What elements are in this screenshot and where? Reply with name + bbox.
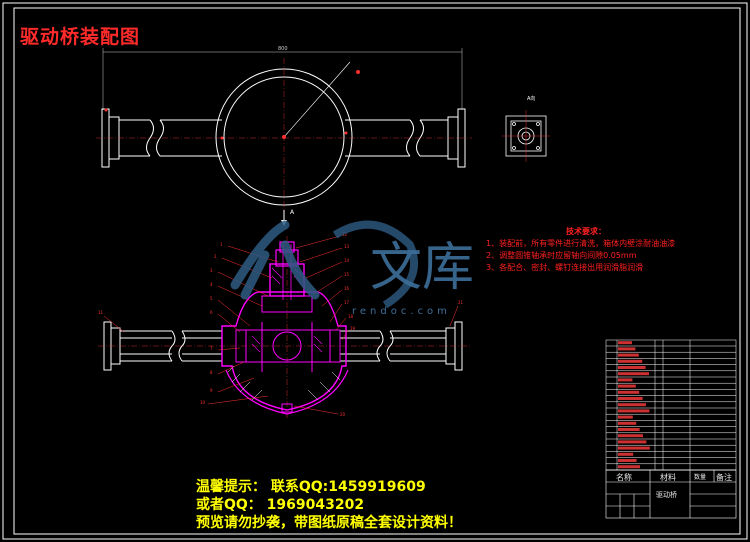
svg-text:2: 2 — [214, 254, 217, 259]
svg-text:18: 18 — [348, 314, 354, 319]
parts-list-entry-mark — [618, 372, 649, 376]
svg-text:11: 11 — [98, 310, 104, 315]
parts-list-entry-mark — [618, 378, 633, 382]
svg-text:15: 15 — [344, 272, 350, 277]
title-block — [605, 469, 737, 519]
svg-text:14: 14 — [344, 258, 350, 263]
parts-list-entry-mark — [618, 353, 639, 357]
parts-list-entry-mark — [618, 428, 640, 431]
svg-text:5: 5 — [210, 296, 213, 301]
svg-text:13: 13 — [344, 244, 350, 249]
parts-list-entry-mark — [618, 397, 643, 400]
section-mark-label: A — [290, 209, 295, 216]
svg-text:20: 20 — [340, 412, 346, 417]
tech-heading: 技术要求： — [566, 227, 606, 236]
svg-text:1: 1 — [220, 242, 223, 247]
parts-list-entry-mark — [618, 465, 640, 469]
tb-remark-header: 备注 — [716, 473, 732, 482]
svg-text:19: 19 — [350, 326, 356, 331]
svg-text:800: 800 — [278, 46, 288, 52]
parts-list-entry-mark — [618, 452, 634, 456]
parts-list-entry-mark — [618, 434, 643, 438]
tech-requirements: 技术要求： 1、装配前，所有零件进行清洗，箱体内壁涂耐油油漆 2、调整圆锥轴承时… — [486, 226, 675, 274]
svg-text:10: 10 — [200, 400, 206, 405]
svg-text:12: 12 — [342, 232, 348, 237]
parts-list-entry-mark — [618, 390, 640, 394]
parts-list-entry-mark — [618, 446, 650, 450]
tech-item-1: 1、装配前，所有零件进行清洗，箱体内壁涂耐油油漆 — [486, 239, 676, 248]
svg-text:21: 21 — [458, 300, 464, 305]
parts-list-entry-mark — [618, 409, 650, 413]
svg-text:9: 9 — [210, 388, 213, 393]
a-view-label: A向 — [527, 95, 535, 102]
inner-border — [13, 7, 741, 535]
parts-list-entry-mark — [618, 415, 633, 419]
watermark-url: rendoc.com — [352, 306, 451, 317]
svg-text:6: 6 — [210, 310, 213, 315]
parts-list — [605, 339, 737, 471]
tb-material-header: 材料 — [660, 473, 676, 482]
parts-list-entry-mark — [618, 366, 646, 369]
svg-text:17: 17 — [344, 300, 350, 305]
notice-line-3: 预览请勿抄袭，带图纸原稿全套设计资料！ — [196, 515, 462, 531]
parts-list-entry-mark — [618, 459, 637, 462]
notice-line-1: 温馨提示： 联系QQ:1459919609 — [196, 479, 426, 495]
svg-text:16: 16 — [344, 286, 350, 291]
svg-text:8: 8 — [210, 370, 213, 375]
svg-text:7: 7 — [210, 346, 213, 351]
parts-list-entry-mark — [618, 403, 646, 407]
tech-item-2: 2、调整圆锥轴承时应留轴向间隙0.05mm — [486, 251, 637, 260]
parts-list-entry-mark — [618, 341, 632, 345]
svg-text:4: 4 — [210, 282, 213, 287]
parts-list-entry-mark — [618, 359, 643, 363]
a-view: A向 — [502, 95, 550, 162]
tb-part-name: 驱动桥 — [656, 491, 677, 499]
parts-list-entry-mark — [618, 384, 636, 388]
parts-list-entry-mark — [618, 347, 636, 351]
drawing-title: 驱动桥装配图 — [20, 26, 141, 48]
top-view: 800 A — [96, 46, 472, 226]
parts-list-entry-mark — [618, 440, 647, 444]
notice-line-2: 或者QQ： 1969043202 — [196, 497, 365, 513]
svg-text:3: 3 — [210, 268, 213, 273]
tb-name-header: 名称 — [616, 473, 632, 482]
tb-qty-header: 数量 — [694, 474, 707, 481]
parts-list-entry-mark — [618, 421, 637, 425]
tech-item-3: 3、各配合、密封、螺钉连接出用润滑脂润滑 — [486, 263, 644, 272]
